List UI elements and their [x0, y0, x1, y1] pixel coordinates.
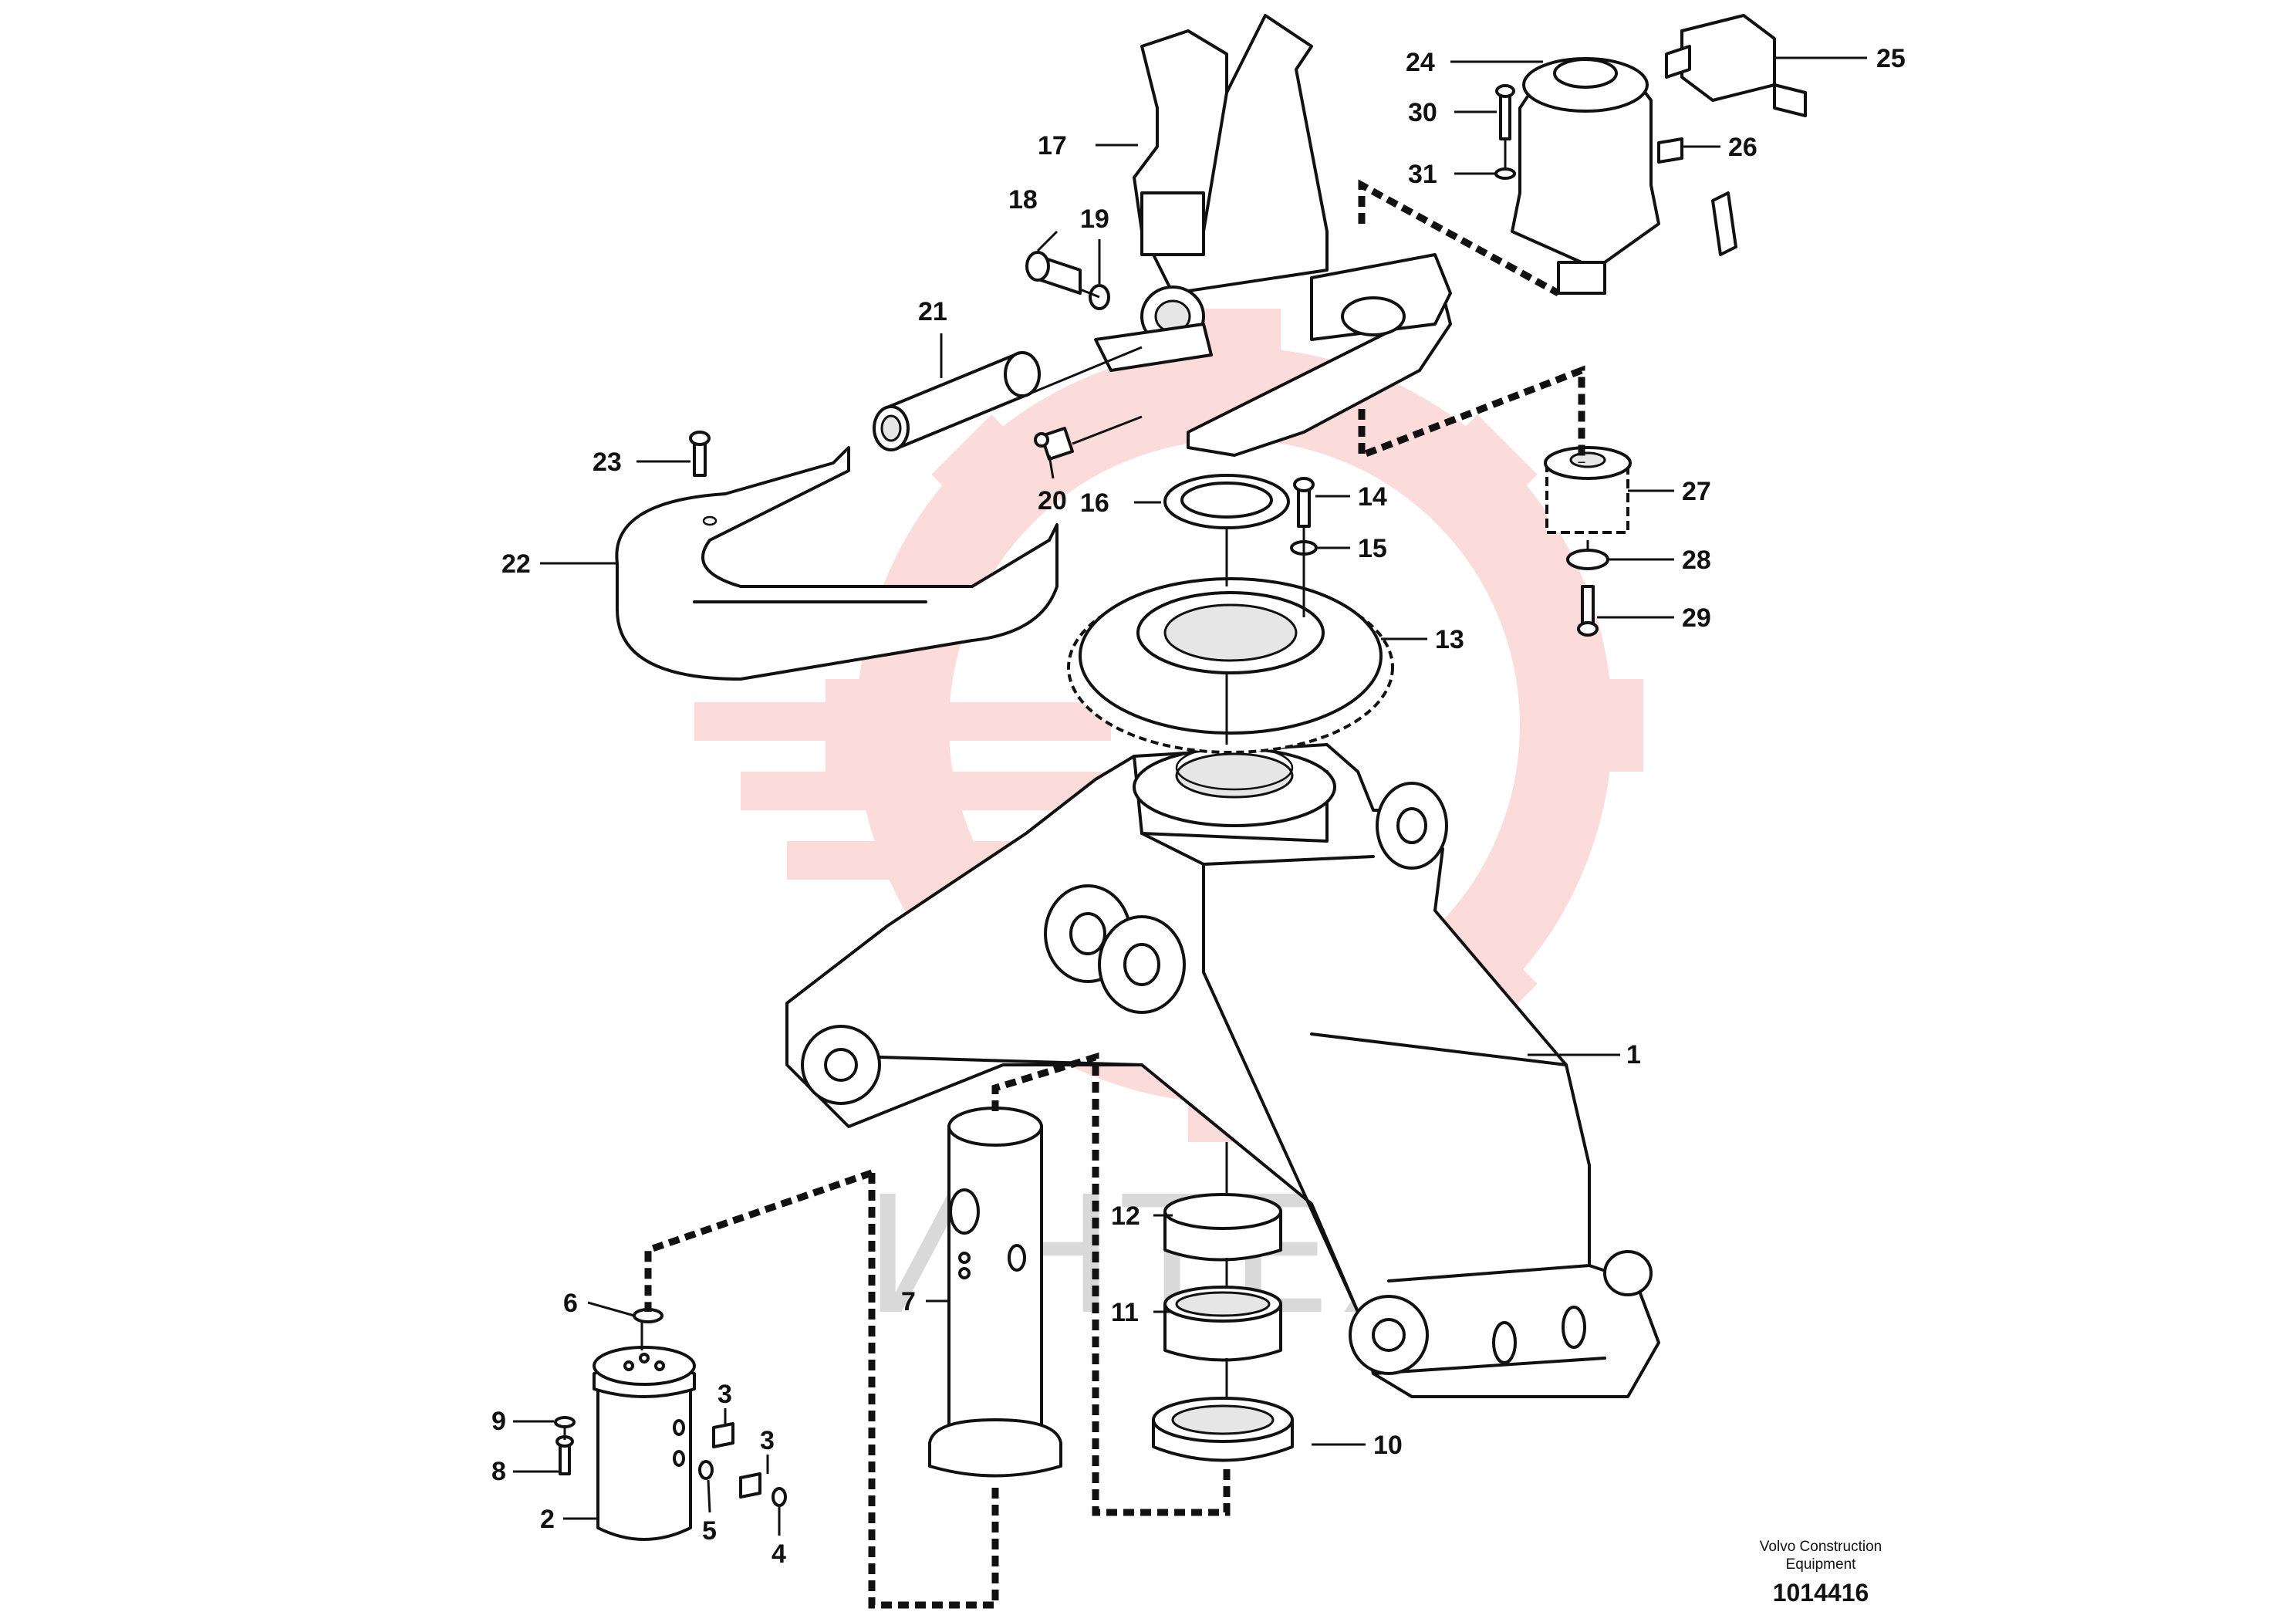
- cylinder-part-2: [593, 1346, 696, 1541]
- seal-ring-part-16: [1163, 474, 1290, 529]
- drawing-footer: Volvo Construction Equipment 1014416: [1760, 1539, 1882, 1607]
- callout-19: 19: [1080, 204, 1109, 234]
- callout-15: 15: [1358, 534, 1387, 563]
- callout-6: 6: [563, 1289, 578, 1318]
- callout-23: 23: [593, 448, 622, 477]
- bushing-part-12: [1163, 1193, 1282, 1262]
- washer-part-28: [1566, 549, 1609, 570]
- callout-25: 25: [1876, 44, 1906, 73]
- callout-13: 13: [1435, 625, 1464, 654]
- callout-11: 11: [1111, 1298, 1139, 1327]
- cover-part-22: [615, 446, 1059, 681]
- maker-line-2: Equipment: [1786, 1556, 1857, 1573]
- bolt-part-29: [1577, 585, 1599, 637]
- callout-8: 8: [491, 1457, 506, 1486]
- washer-part-5: [698, 1460, 714, 1480]
- axis-lines: [563, 139, 1589, 1440]
- drawing-number: 1014416: [1773, 1579, 1869, 1607]
- washer-part-9: [554, 1416, 576, 1428]
- callout-17: 17: [1038, 131, 1067, 161]
- callout-leaders: [513, 56, 1867, 1536]
- callout-18: 18: [1008, 185, 1038, 215]
- callout-26: 26: [1728, 133, 1757, 162]
- callout-22: 22: [501, 549, 531, 579]
- gear-ring-part-13: [1067, 577, 1394, 754]
- callout-1: 1: [1626, 1040, 1641, 1070]
- bolt-part-23: [689, 431, 711, 477]
- fitting-part-3-lower: [739, 1472, 761, 1499]
- callout-5: 5: [702, 1516, 717, 1546]
- pin-part-7: [928, 1107, 1062, 1478]
- callout-30: 30: [1408, 98, 1437, 127]
- callout-3a: 3: [718, 1380, 732, 1409]
- callout-3b: 3: [760, 1426, 775, 1455]
- maker-line-1: Volvo Construction: [1760, 1539, 1882, 1555]
- screw-part-8: [555, 1435, 574, 1475]
- bolt-part-14: [1293, 477, 1315, 528]
- bushing-part-11: [1163, 1286, 1282, 1362]
- callout-27: 27: [1682, 477, 1711, 506]
- callout-2: 2: [540, 1505, 555, 1534]
- callout-12: 12: [1111, 1201, 1140, 1231]
- callout-4: 4: [772, 1539, 786, 1569]
- bolt-part-30: [1495, 84, 1515, 140]
- grease-nipple-part-20: [1034, 427, 1074, 461]
- key: [1711, 191, 1737, 256]
- callout-numbers: 1 2 3 3 4 5 6 7 8 9 10 11 12 13 14 15 16…: [491, 44, 1906, 1569]
- callout-20: 20: [1038, 486, 1067, 515]
- callout-16: 16: [1080, 488, 1109, 518]
- bushing-part-21: [873, 351, 1041, 451]
- pinion-part-27: [1544, 446, 1632, 534]
- callout-21: 21: [918, 297, 947, 326]
- valve-block-part-25: [1665, 14, 1807, 117]
- callout-10: 10: [1373, 1431, 1403, 1460]
- washer-part-31: [1494, 167, 1516, 180]
- plug-part-18: [1025, 251, 1082, 295]
- callout-24: 24: [1406, 48, 1435, 77]
- callout-14: 14: [1358, 482, 1387, 512]
- callout-7: 7: [901, 1287, 916, 1316]
- bearing-part-10: [1152, 1397, 1294, 1462]
- bracket-part-17: [1094, 14, 1452, 457]
- callout-28: 28: [1682, 546, 1711, 575]
- callout-29: 29: [1682, 603, 1711, 633]
- motor-part-24: [1511, 57, 1660, 295]
- assembly-dashed-lines: [644, 179, 1585, 1609]
- fitting-part-26: [1657, 137, 1683, 164]
- oring-part-4: [772, 1487, 787, 1507]
- swing-frame-part-1: [785, 743, 1660, 1398]
- callout-9: 9: [491, 1407, 506, 1436]
- fitting-part-3-upper: [712, 1422, 734, 1448]
- callout-31: 31: [1408, 160, 1437, 189]
